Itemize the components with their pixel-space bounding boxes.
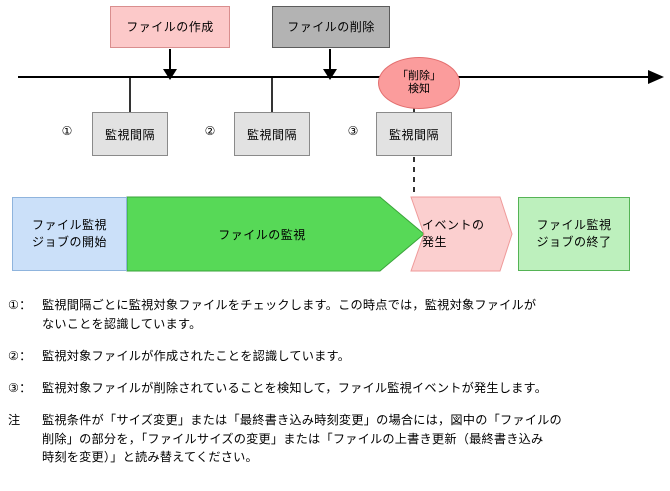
note-item-1-line1: 監視間隔ごとに監視対象ファイルをチェックします。この時点では，監視対象ファイルが xyxy=(42,298,537,312)
timeline-ticks xyxy=(129,77,415,113)
note-item-2-marker: ②： xyxy=(8,348,32,363)
note-item-3: ③： 監視対象ファイルが削除されていることを検知して，ファイル監視イベントが発生… xyxy=(8,379,664,398)
note-item-3-marker: ③： xyxy=(8,380,32,395)
notes-section: ①： 監視間隔ごとに監視対象ファイルをチェックします。この時点では，監視対象ファ… xyxy=(8,296,664,480)
interval-box-1-label: 監視間隔 xyxy=(104,127,155,142)
note-item-1: ①： 監視間隔ごとに監視対象ファイルをチェックします。この時点では，監視対象ファ… xyxy=(8,296,664,334)
event-box-file-create-label: ファイルの作成 xyxy=(126,19,214,34)
event-box-file-create[interactable]: ファイルの作成 xyxy=(110,6,230,48)
deletion-detected-badge[interactable]: 「削除」 検知 xyxy=(378,57,460,109)
deletion-detected-line1: 「削除」 xyxy=(397,70,441,83)
event-drop-arrows xyxy=(163,49,337,80)
interval-marker-1: ① xyxy=(61,124,73,138)
flow-job-start-line2: ジョブの開始 xyxy=(31,235,107,249)
note-item-1-line2: ないことを認識しています。 xyxy=(42,316,202,331)
interval-box-2-label: 監視間隔 xyxy=(246,127,297,142)
event-box-file-delete[interactable]: ファイルの削除 xyxy=(272,6,390,48)
flow-job-start-line1: ファイル監視 xyxy=(31,217,107,232)
note-item-2-line1: 監視対象ファイルが作成されたことを認識しています。 xyxy=(42,348,351,363)
flow-job-end[interactable]: ファイル監視 ジョブの終了 xyxy=(518,197,630,271)
event-occurrence-shape xyxy=(410,196,513,272)
note-item-caution-marker: 注 xyxy=(8,412,21,427)
note-item-2-body: 監視対象ファイルが作成されたことを認識しています。 xyxy=(42,347,664,366)
interval-box-2[interactable]: 監視間隔 xyxy=(234,112,310,156)
flow-job-end-line2: ジョブの終了 xyxy=(536,235,612,249)
flow-job-start[interactable]: ファイル監視 ジョブの開始 xyxy=(12,197,127,271)
note-item-caution: 注 監視条件が「サイズ変更」または「最終書き込み時刻変更」の場合には，図中の「フ… xyxy=(8,411,664,468)
interval-box-3[interactable]: 監視間隔 xyxy=(376,112,452,156)
note-item-caution-line2: 削除」の部分を，「ファイルサイズの変更」または「ファイルの上書き更新（最終書き込… xyxy=(42,431,544,446)
note-item-caution-line1: 監視条件が「サイズ変更」または「最終書き込み時刻変更」の場合には，図中の「ファイ… xyxy=(42,412,562,427)
file-monitoring-arrow-shape xyxy=(126,196,425,272)
note-item-1-marker: ①： xyxy=(8,298,32,312)
deletion-detected-line2: 検知 xyxy=(408,83,430,95)
interval-marker-2: ② xyxy=(204,124,216,138)
flow-job-end-line1: ファイル監視 xyxy=(536,217,612,232)
interval-box-3-label: 監視間隔 xyxy=(388,127,439,142)
note-item-2: ②： 監視対象ファイルが作成されたことを認識しています。 xyxy=(8,347,664,366)
interval-marker-3: ③ xyxy=(347,124,359,138)
note-item-1-body: 監視間隔ごとに監視対象ファイルをチェックします。この時点では，監視対象ファイルが… xyxy=(42,296,664,334)
interval-box-1[interactable]: 監視間隔 xyxy=(92,112,168,156)
note-item-caution-body: 監視条件が「サイズ変更」または「最終書き込み時刻変更」の場合には，図中の「ファイ… xyxy=(42,411,664,468)
timeline-axis xyxy=(18,70,664,84)
event-box-file-delete-label: ファイルの削除 xyxy=(287,19,375,34)
note-item-3-body: 監視対象ファイルが削除されていることを検知して，ファイル監視イベントが発生します… xyxy=(42,379,664,398)
note-item-3-line1: 監視対象ファイルが削除されていることを検知して，ファイル監視イベントが発生します… xyxy=(42,380,548,395)
note-item-caution-line3: 時刻を変更）」と読み替えてください。 xyxy=(42,450,258,465)
